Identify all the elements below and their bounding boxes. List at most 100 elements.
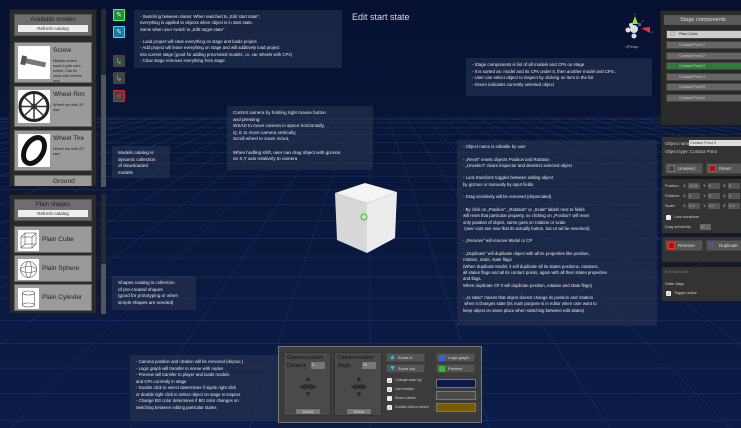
trigger-active-checkbox[interactable]: ✓ [666, 291, 671, 296]
duplicate-button[interactable]: ↳Duplicate [706, 240, 741, 251]
duplicate-icon: ↳ [709, 242, 715, 248]
preview-label: Preview [448, 366, 463, 371]
toolbar-checkbox-label: Use tooltips [395, 387, 414, 391]
position-reset-label[interactable]: Position: [665, 184, 680, 188]
perspective-toggle[interactable]: ◁Persp [625, 44, 639, 49]
scale-y-input[interactable]: 0.1 [708, 203, 720, 209]
stage-item-label: Contact Point 3 [679, 64, 705, 68]
camera-rotate-dpad[interactable]: ▲◀■▶▼ [350, 374, 368, 399]
stage-item-cp6[interactable]: ⤷Contact Point 6 [666, 94, 741, 102]
model-item-ground[interactable]: Ground [14, 175, 92, 186]
actions-panel: Remove ↳Duplicate [661, 236, 741, 263]
trigger-active-label: Trigger active [674, 291, 697, 295]
stage-item-cp3-selected[interactable]: ⤷Contact Point 3 [666, 62, 741, 70]
unselect-button[interactable]: Unselect [665, 163, 703, 174]
lock-transform-checkbox[interactable] [666, 215, 671, 220]
shape-name: Plain Sphere [42, 265, 80, 272]
shapes-scrollbar[interactable] [101, 194, 106, 314]
angle-input[interactable]: 45 [362, 362, 376, 369]
stage-item-plain-cube[interactable]: ▢ Plain Cube [666, 30, 741, 39]
camera-move-dpad[interactable]: ▲◀■▶▼ [299, 374, 317, 399]
stage-item-cp2[interactable]: ⤷Contact Point 2 [666, 52, 741, 60]
logic-graph-button[interactable]: Logic graph [436, 353, 475, 362]
screw-thumbnail [18, 46, 50, 79]
position-y-axis-label: Y: [703, 184, 707, 188]
stage-item-cp1[interactable]: ⤷Contact Point 1 [666, 41, 741, 49]
stage-item-cp5[interactable]: ⤷Contact Point 5 [666, 83, 741, 91]
model-desc: Wheel tire with 20" size [53, 147, 85, 156]
object-name-input[interactable] [689, 140, 741, 146]
distance-input[interactable]: 5 [311, 362, 325, 369]
stage-item-label: Plain Cube [679, 32, 698, 36]
position-x-input[interactable]: -0.11 [688, 183, 700, 189]
shape-item-cylinder[interactable]: Plain Cylinder [14, 284, 92, 311]
scale-reset-label[interactable]: Scale: [665, 204, 676, 208]
remove-icon [668, 242, 675, 249]
model-name: Wheel Tire [53, 135, 85, 142]
edit-target-state-button[interactable]: ✎ [113, 26, 125, 38]
position-y-input[interactable]: 0 [708, 183, 720, 189]
add-project-button[interactable]: ↳ [113, 72, 125, 84]
shape-name: Plain Cube [42, 236, 74, 243]
refresh-shapes-button[interactable]: Refresh catalog [18, 210, 88, 217]
rotation-z-axis-label: Z: [723, 194, 727, 198]
state-flags-title: Edit start state [665, 270, 690, 274]
model-name: Wheel Rim [53, 91, 85, 98]
shape-item-cube[interactable]: Plain Cube [14, 226, 92, 253]
toolbar-checkbox-label: Double click to select [395, 405, 429, 409]
stage-components-header: Stage components [664, 15, 741, 25]
clear-stage-button[interactable]: ✕ [113, 90, 125, 102]
zoom-in-icon: ▲ [389, 354, 396, 361]
scale-y-axis-label: Y: [703, 204, 707, 208]
toolbar-checkbox-label: Change state bg [395, 378, 422, 382]
toolbar-checkbox[interactable] [387, 396, 392, 401]
page-title: Edit start state [352, 12, 410, 22]
shape-item-sphere[interactable]: Plain Sphere [14, 255, 92, 282]
state-flags-label: State flags [665, 281, 684, 286]
scale-z-input[interactable]: 0.1 [728, 203, 740, 209]
scale-x-input[interactable]: 0.1 [688, 203, 700, 209]
toolbar-note: - Camera position and rotation will be r… [130, 355, 278, 421]
contact-point-icon: ⤷ [670, 53, 673, 59]
stage-item-label: Contact Point 5 [679, 85, 705, 89]
camera-rotation-group: Camera rotation Angle 45 ▲◀■▶▼ Reset [334, 352, 382, 416]
edit-start-state-button[interactable]: ✎ [113, 9, 125, 21]
reset-button[interactable]: Reset [706, 163, 741, 174]
zoom-in-button[interactable]: ▲Zoom in [386, 353, 425, 362]
camera-rotation-reset-button[interactable]: Reset [346, 408, 372, 415]
position-z-input[interactable]: 0 [728, 183, 740, 189]
models-scrollbar[interactable] [101, 9, 106, 187]
rotation-x-input[interactable]: 0 [688, 193, 700, 199]
load-project-button[interactable]: ↳ [113, 55, 125, 67]
preview-button[interactable]: Preview [436, 364, 475, 373]
shapes-catalog-title: Plain shapes [35, 202, 71, 208]
cube-icon [18, 230, 39, 251]
bg-color-swatch-2[interactable] [436, 391, 476, 400]
camera-position-reset-button[interactable]: Reset [295, 408, 321, 415]
rotation-reset-label[interactable]: Rotation: [665, 194, 681, 198]
bg-color-swatch-1[interactable] [436, 379, 476, 388]
toolbar-checkbox-label: Show Labels [395, 396, 416, 400]
selected-cube[interactable] [325, 178, 410, 258]
stage-item-cp4[interactable]: ⤷Contact Point 4 [666, 73, 741, 81]
position-z-axis-label: Z: [723, 184, 727, 188]
drag-sensitivity-input[interactable]: 1 [700, 224, 711, 230]
object-type-label: Object type: [665, 149, 690, 154]
contact-point-icon: ⤷ [670, 74, 673, 80]
toolbar-checkbox[interactable]: ✓ [387, 378, 392, 383]
refresh-models-button[interactable]: Refresh catalog [18, 25, 88, 32]
bg-color-swatch-3[interactable] [436, 403, 476, 412]
distance-label: Distance [287, 363, 307, 369]
remove-button[interactable]: Remove [665, 240, 703, 251]
object-type-value: Contact Point [690, 149, 718, 154]
toolbar-checkbox[interactable]: ✓ [387, 405, 392, 410]
cube-icon: ▢ [670, 31, 675, 37]
rotation-y-input[interactable]: 0 [708, 193, 720, 199]
rotation-z-input[interactable]: 0 [728, 193, 740, 199]
orientation-gizmo[interactable]: y z x [618, 10, 653, 46]
zoom-out-button[interactable]: ▼Zoom out [386, 364, 425, 373]
toolbar-checkbox[interactable]: ✓ [387, 387, 392, 392]
